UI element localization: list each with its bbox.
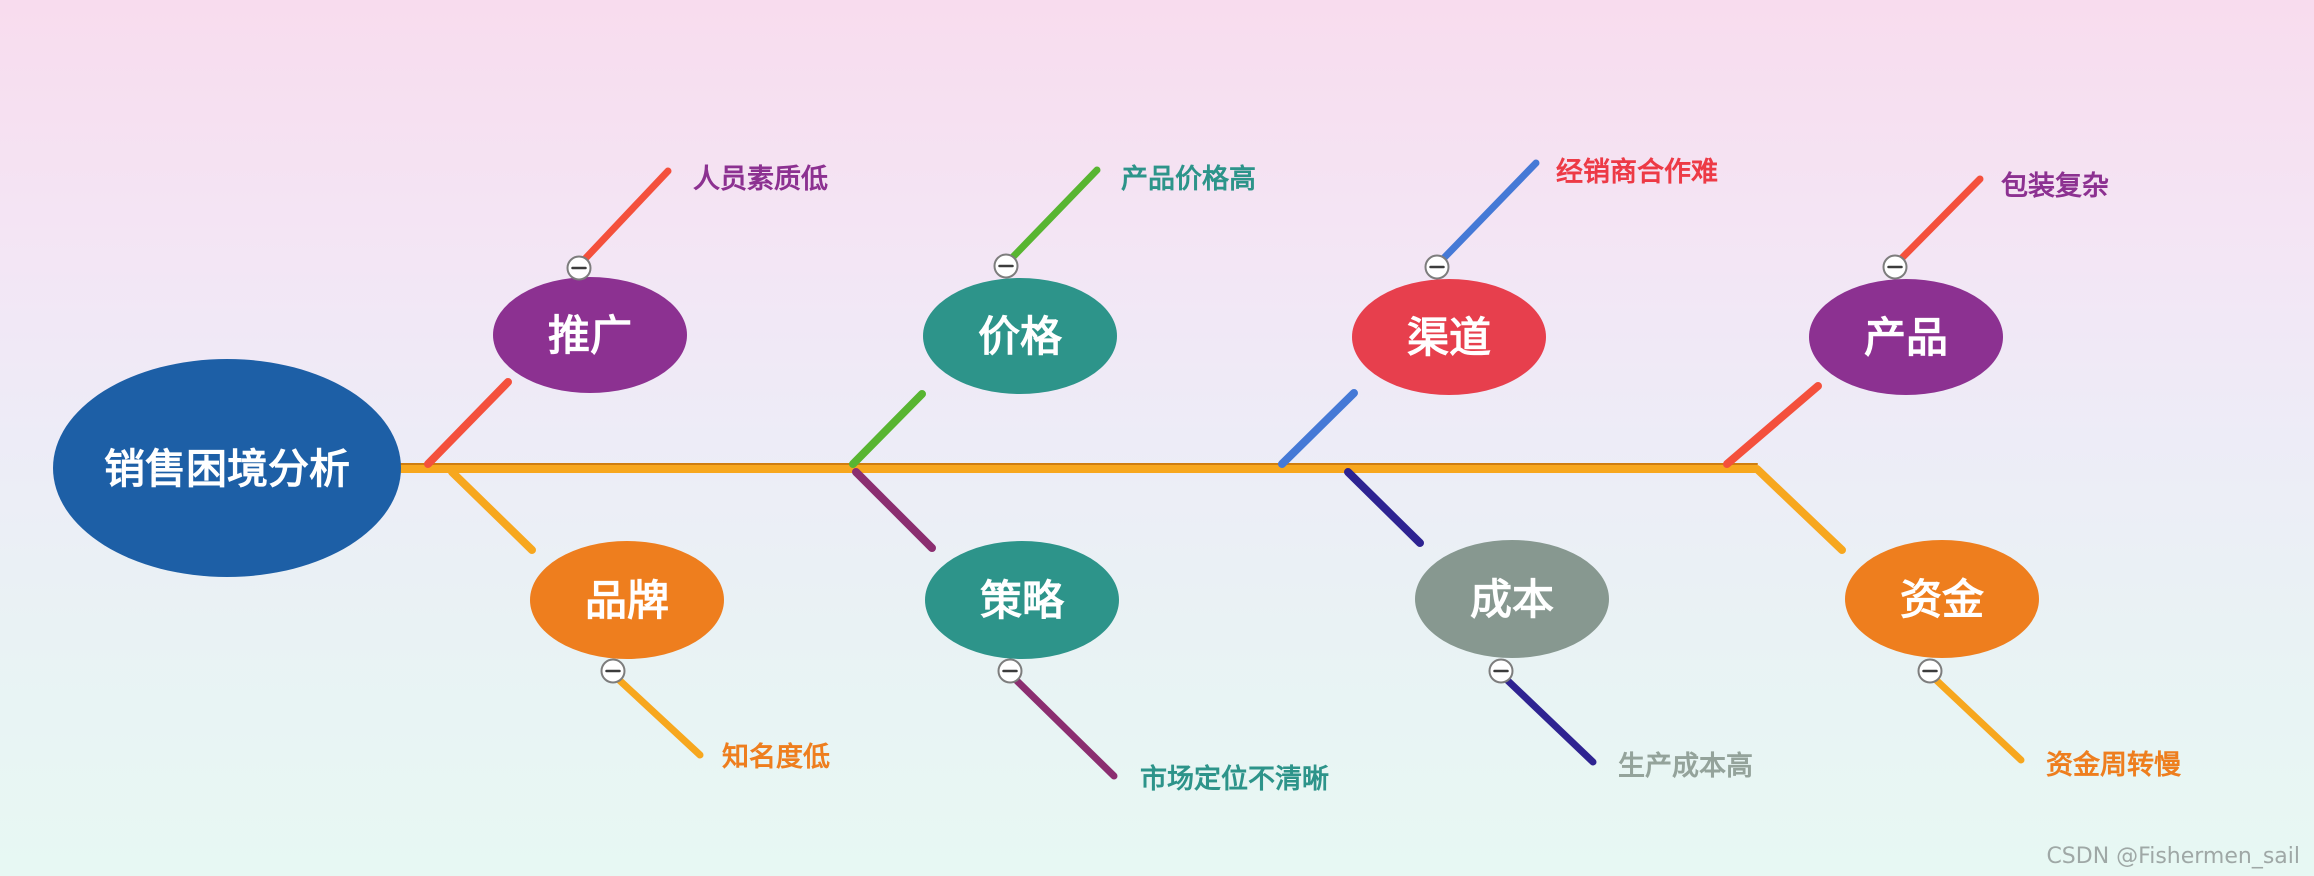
branch-connector-line: [1723, 382, 1822, 468]
branch-connector-line: [1344, 468, 1424, 547]
collapse-button[interactable]: [566, 255, 592, 281]
collapse-button[interactable]: [993, 253, 1019, 279]
category-node[interactable]: [493, 277, 687, 393]
collapse-button[interactable]: [1917, 658, 1943, 684]
category-node-label: 价格: [978, 312, 1063, 361]
cause-node-label[interactable]: 市场定位不清晰: [1140, 763, 1329, 795]
cause-connector-line: [1006, 166, 1101, 264]
branch-connector-line: [448, 468, 536, 554]
branch-promotion: 推广 人员素质低: [424, 164, 828, 468]
root-node-label: 销售困境分析: [104, 445, 350, 493]
root-node[interactable]: 销售困境分析: [53, 359, 401, 577]
cause-node-label[interactable]: 经销商合作难: [1556, 156, 1718, 188]
cause-connector-line: [1930, 674, 2025, 764]
branch-strategy: 策略 市场定位不清晰: [852, 468, 1329, 795]
branch-product: 产品 包装复杂: [1723, 170, 2109, 468]
collapse-button[interactable]: [997, 658, 1023, 684]
branch-connector-line: [1278, 389, 1358, 468]
category-node-label: 策略: [980, 576, 1065, 625]
category-node[interactable]: [1415, 540, 1609, 658]
cause-connector-line: [579, 167, 672, 265]
cause-connector-line: [613, 674, 704, 759]
branch-connector-line: [424, 378, 512, 468]
cause-connector-line: [1895, 175, 1984, 265]
cause-node-label[interactable]: 知名度低: [722, 741, 830, 773]
branch-brand: 品牌 知名度低: [448, 468, 830, 773]
category-node[interactable]: [1352, 279, 1546, 395]
category-node-label: 推广: [548, 311, 632, 360]
category-node[interactable]: [1845, 540, 2039, 658]
cause-node-label[interactable]: 人员素质低: [693, 164, 828, 195]
category-node-label: 资金: [1900, 575, 1985, 624]
category-node[interactable]: [925, 541, 1119, 659]
cause-connector-line: [1501, 674, 1597, 766]
category-node[interactable]: [530, 541, 724, 659]
watermark: CSDN @Fishermen_sail: [2046, 844, 2300, 869]
cause-node-label[interactable]: 包装复杂: [2001, 170, 2109, 202]
branch-connector-line: [849, 390, 926, 468]
collapse-button[interactable]: [1424, 254, 1450, 280]
cause-node-label[interactable]: 产品价格高: [1121, 163, 1256, 195]
branch-capital: 资金 资金周转慢: [1845, 540, 2182, 781]
cause-connector-line: [1437, 159, 1540, 265]
branch-connector-line: [852, 468, 936, 552]
category-node-label: 渠道: [1407, 313, 1491, 362]
collapse-button[interactable]: [1882, 254, 1908, 280]
branch-channel: 渠道 经销商合作难: [1278, 156, 1718, 468]
branch-cost: 成本 生产成本高: [1344, 468, 1753, 782]
category-node[interactable]: [1809, 279, 2003, 395]
cause-node-label[interactable]: 资金周转慢: [2046, 749, 2182, 781]
collapse-button[interactable]: [1488, 658, 1514, 684]
spine-line: [394, 465, 1846, 554]
root-node-ellipse[interactable]: [53, 359, 401, 577]
category-node-label: 品牌: [585, 576, 669, 625]
cause-connector-line: [1010, 674, 1118, 780]
collapse-button[interactable]: [600, 658, 626, 684]
branch-price: 价格 产品价格高: [849, 163, 1256, 468]
category-node[interactable]: [923, 278, 1117, 394]
category-node-label: 产品: [1864, 313, 1948, 362]
category-node-label: 成本: [1470, 575, 1554, 624]
cause-node-label[interactable]: 生产成本高: [1618, 750, 1753, 782]
